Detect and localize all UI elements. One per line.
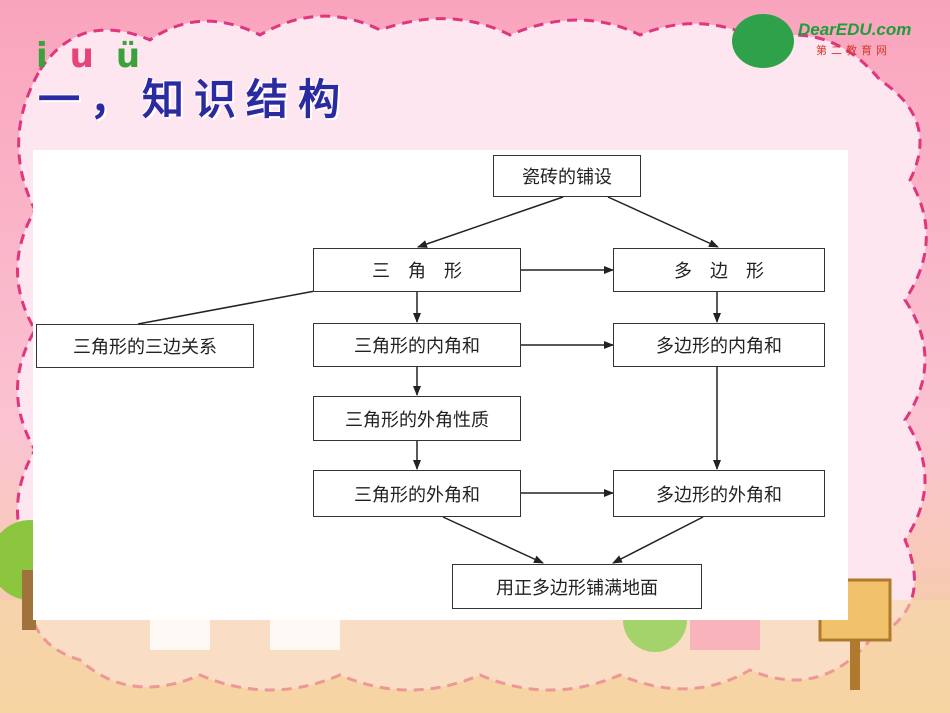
node-triangle-exterior-sum: 三角形的外角和 xyxy=(313,470,521,517)
edge-root-triangle xyxy=(417,196,564,248)
pinyin-u: u xyxy=(69,36,94,76)
logo-mark-icon xyxy=(732,14,794,68)
slide-heading: 一，知识结构 xyxy=(38,75,351,124)
logo-brand: DearEDU.com xyxy=(798,20,912,39)
diagram-edges xyxy=(137,196,721,564)
node-tile-laying: 瓷砖的铺设 xyxy=(493,155,641,197)
node-triangle-inner-angles: 三角形的内角和 xyxy=(313,323,521,367)
logo-subtitle: 第二教育网 xyxy=(816,44,891,57)
edge-poly-ext-tiling xyxy=(612,516,704,564)
node-triangle-exterior-property: 三角形的外角性质 xyxy=(313,396,521,441)
node-triangle: 三 角 形 xyxy=(313,248,521,292)
node-polygon-exterior-sum: 多边形的外角和 xyxy=(613,470,825,517)
dearedu-logo: DearEDU.com 第二教育网 xyxy=(732,14,942,70)
pinyin-v: ü xyxy=(115,36,141,76)
edge-root-polygon xyxy=(607,196,719,248)
edge-triangle-sides xyxy=(137,290,316,325)
knowledge-structure-diagram: 瓷砖的铺设 三 角 形 多 边 形 三角形的三边关系 三角形的内角和 多边形的内… xyxy=(33,150,848,620)
node-polygon: 多 边 形 xyxy=(613,248,825,292)
node-regular-polygon-tiling: 用正多边形铺满地面 xyxy=(452,564,702,609)
edge-tri-ext-tiling xyxy=(442,516,544,564)
pinyin-i: i xyxy=(36,36,48,76)
node-triangle-sides: 三角形的三边关系 xyxy=(36,324,254,368)
node-polygon-inner-angles: 多边形的内角和 xyxy=(613,323,825,367)
